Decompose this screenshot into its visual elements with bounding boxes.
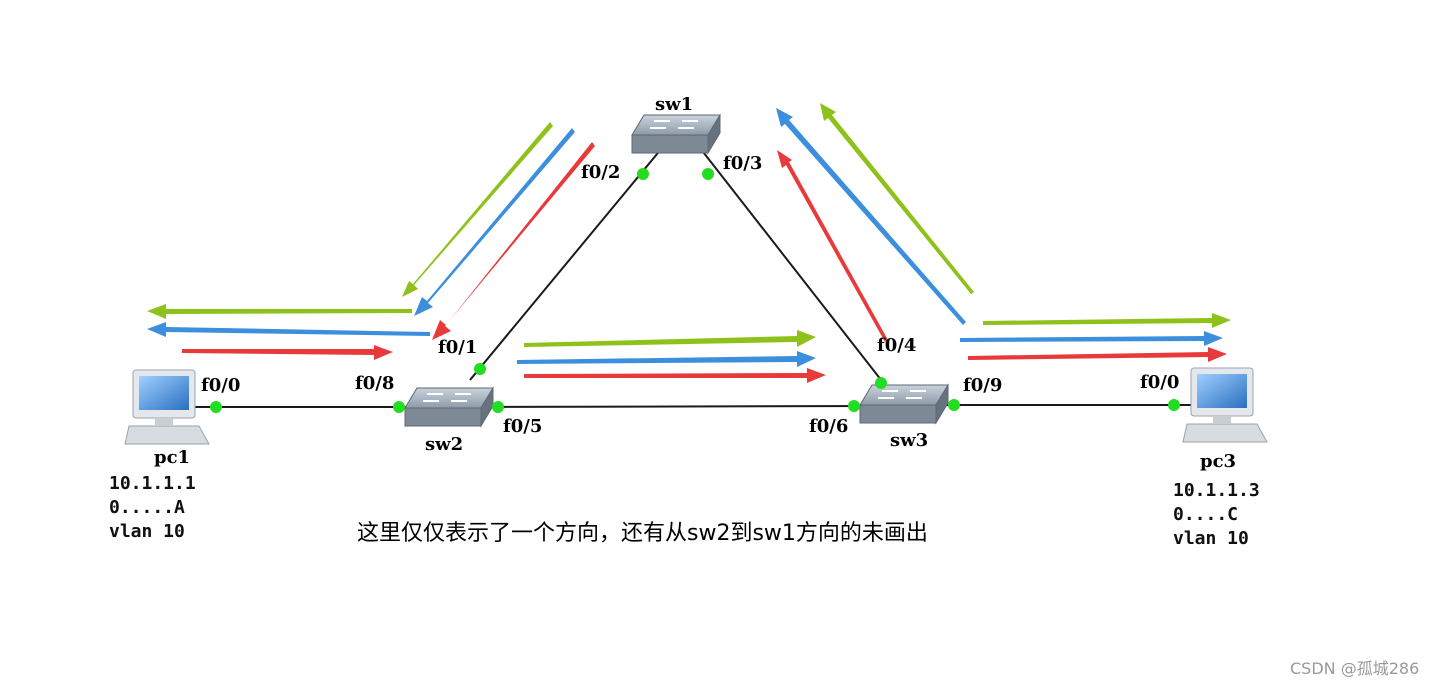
- port-label-sw3-f04: f0/4: [877, 335, 917, 356]
- arrow-blue: [960, 331, 1223, 346]
- arrow-green: [983, 313, 1231, 328]
- port-dots: [210, 168, 1180, 413]
- mac-address: 0.....A: [109, 497, 185, 518]
- port-label-sw1-f02: f0/2: [581, 162, 621, 183]
- port-dot-pc1-f00: [210, 401, 222, 413]
- link-sw2-sw3: [469, 405, 881, 408]
- ip-address: 10.1.1.3: [1173, 480, 1260, 501]
- port-dot-sw2-f01: [474, 363, 486, 375]
- device-label-sw2: sw2: [425, 434, 464, 455]
- vlan-id: vlan 10: [1173, 528, 1249, 549]
- port-dot-sw1-f02: [637, 168, 649, 180]
- port-dot-sw3-f06: [848, 400, 860, 412]
- arrow-red: [524, 368, 826, 383]
- caption-note: 这里仅仅表示了一个方向，还有从sw2到sw1方向的未画出: [357, 521, 928, 546]
- switch-icon-sw2: [404, 386, 494, 428]
- host-info-pc1: 10.1.1.1 0.....A vlan 10: [109, 472, 196, 544]
- arrow-blue: [517, 351, 816, 367]
- arrow-green: [524, 330, 816, 347]
- port-label-sw3-f06: f0/6: [809, 416, 849, 437]
- watermark: CSDN @孤城286: [1290, 659, 1420, 678]
- port-dot-sw2-f05: [492, 401, 504, 413]
- arrow-green: [147, 304, 412, 319]
- arrow-blue: [147, 322, 430, 337]
- port-label-pc1-f00: f0/0: [201, 375, 241, 396]
- device-label-sw1: sw1: [655, 94, 694, 115]
- port-dot-sw1-f03: [702, 168, 714, 180]
- device-label-pc1: pc1: [154, 447, 191, 468]
- port-label-pc3-f00: f0/0: [1140, 372, 1180, 393]
- link-sw1-sw3: [699, 147, 886, 386]
- port-dot-sw3-f09: [948, 399, 960, 411]
- switch-icon-sw1: [631, 113, 721, 155]
- device-label-sw3: sw3: [890, 430, 929, 451]
- port-dot-pc3-f00: [1168, 399, 1180, 411]
- arrow-blue: [414, 128, 575, 316]
- computer-icon-pc3: [1182, 367, 1268, 443]
- flow-arrows: [147, 103, 1231, 383]
- vlan-id: vlan 10: [109, 521, 185, 542]
- arrow-red: [432, 142, 595, 340]
- arrow-green: [820, 103, 974, 294]
- port-label-sw2-f05: f0/5: [503, 416, 543, 437]
- port-dot-sw3-f04: [875, 377, 887, 389]
- ip-address: 10.1.1.1: [109, 473, 196, 494]
- links: [190, 147, 1200, 408]
- port-label-sw2-f08: f0/8: [355, 373, 395, 394]
- switch-icon-sw3: [859, 383, 949, 425]
- port-label-sw3-f09: f0/9: [963, 375, 1003, 396]
- arrow-green: [402, 122, 553, 297]
- computer-icon-pc1: [124, 369, 210, 445]
- arrow-red: [968, 347, 1227, 362]
- device-label-pc3: pc3: [1200, 451, 1237, 472]
- arrow-blue: [776, 108, 966, 325]
- host-info-pc3: 10.1.1.3 0....C vlan 10: [1173, 479, 1260, 551]
- port-label-sw1-f03: f0/3: [723, 153, 763, 174]
- mac-address: 0....C: [1173, 504, 1239, 525]
- arrow-red: [182, 345, 393, 360]
- link-sw2-sw1: [469, 147, 663, 381]
- port-label-sw2-f01: f0/1: [438, 337, 478, 358]
- port-dot-sw2-f08: [393, 401, 405, 413]
- arrow-red: [777, 150, 888, 342]
